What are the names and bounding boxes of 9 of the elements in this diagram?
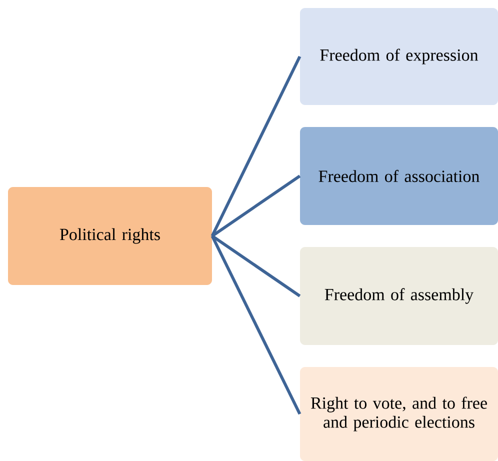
- connector-line: [211, 234, 301, 298]
- text-box: Freedom of association: [300, 127, 498, 225]
- connector-line: [211, 174, 301, 238]
- text-box: Freedom of expression: [300, 8, 498, 105]
- text-box: Political rights: [8, 187, 212, 285]
- connector-line: [210, 56, 302, 237]
- text-box: Right to vote, and to free and periodic elections: [300, 367, 498, 461]
- text-box: Freedom of assembly: [300, 247, 498, 345]
- connector-line: [210, 235, 302, 415]
